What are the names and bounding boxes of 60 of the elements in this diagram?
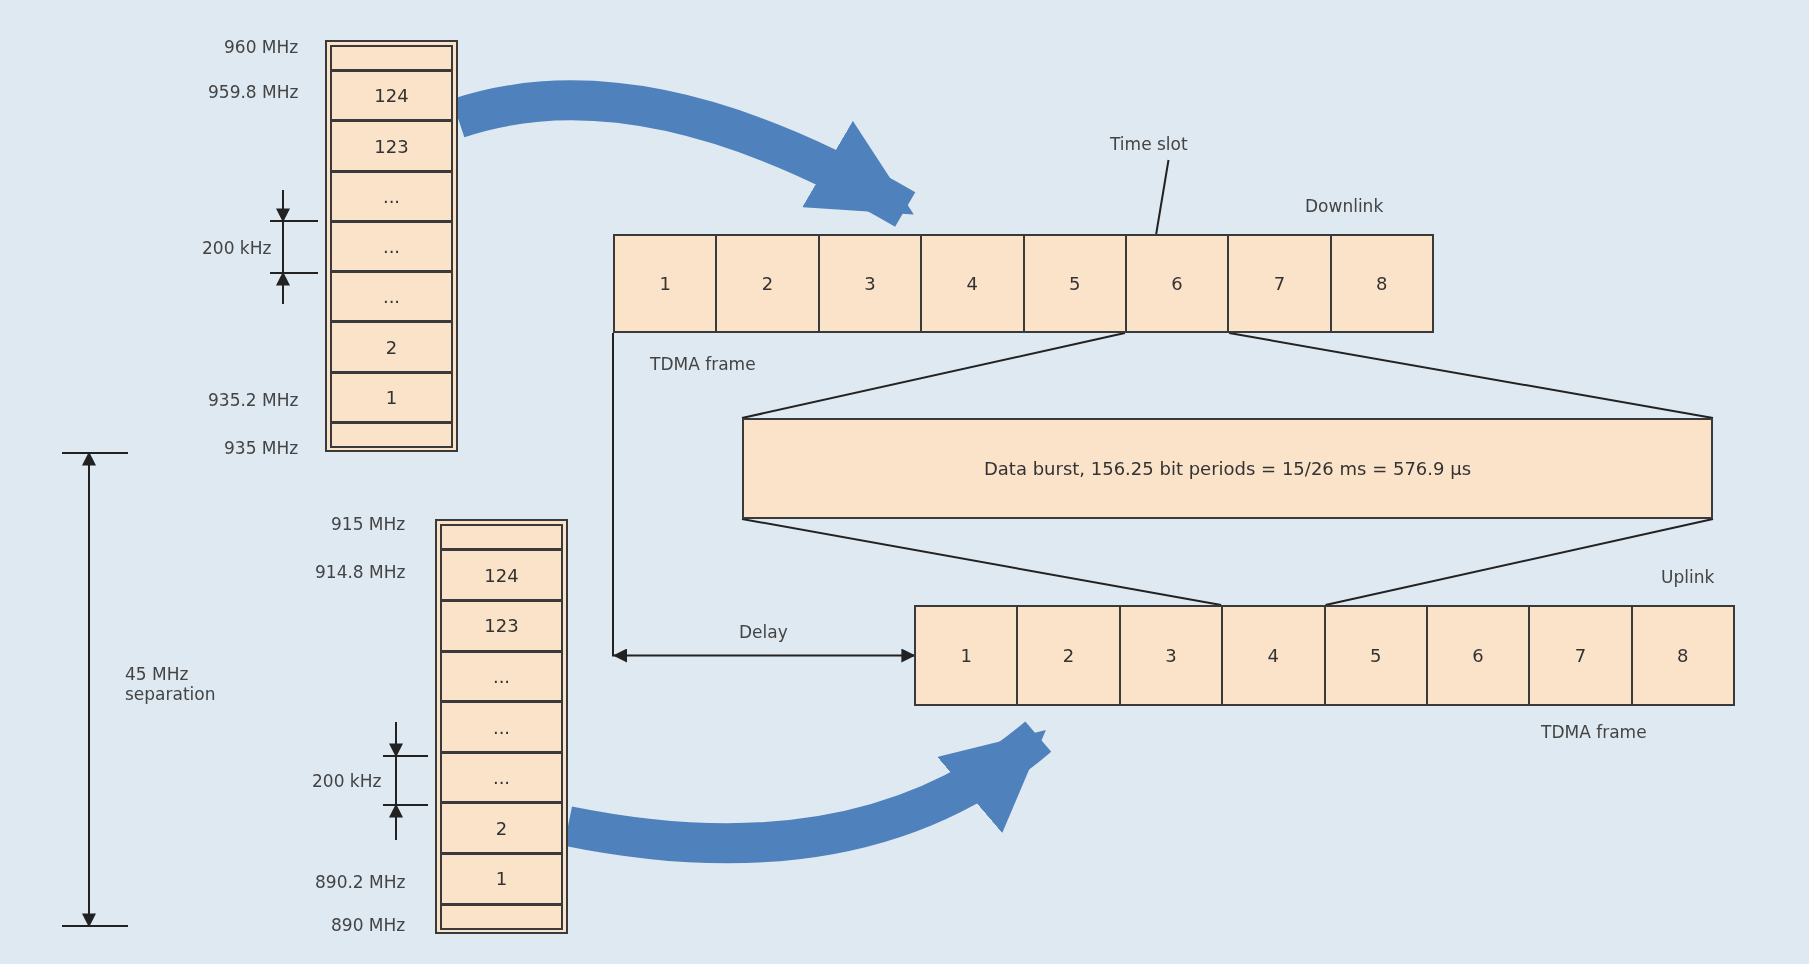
time-slot-cell: 2 (1016, 605, 1121, 706)
channel-cell: ... (330, 271, 453, 323)
channel-cell: ... (440, 701, 563, 753)
channel-cell: ... (440, 751, 563, 804)
frame-caption: TDMA frame (1541, 722, 1647, 742)
time-slot-cell: 1 (914, 605, 1019, 706)
connector-line (741, 332, 1126, 419)
edge-label: Delay (739, 621, 788, 642)
channel-cell (440, 903, 563, 930)
frequency-label: 935.2 MHz (208, 390, 299, 410)
frequency-label: 935 MHz (224, 438, 299, 458)
time-slot-cell: 2 (715, 234, 820, 333)
dimension-label: 200 kHz (202, 238, 272, 258)
leader-line (1155, 159, 1170, 235)
frequency-label: 914.8 MHz (315, 562, 406, 582)
callout-text: Time slot (1110, 134, 1240, 160)
frequency-label: 959.8 MHz (208, 82, 299, 102)
time-slot-cell: 4 (1221, 605, 1326, 706)
connector-line (741, 518, 1223, 606)
frame-heading: Uplink (1661, 567, 1715, 587)
channel-cell (330, 421, 453, 448)
time-slot-cell: 1 (613, 234, 718, 333)
channel-cell: 123 (440, 599, 563, 652)
channel-cell (440, 524, 563, 551)
channel-cell: 2 (330, 321, 453, 373)
frequency-label: 915 MHz (331, 514, 406, 534)
frequency-label: 890.2 MHz (315, 872, 406, 892)
time-slot-cell: 8 (1329, 234, 1434, 333)
frequency-label: 890 MHz (331, 915, 406, 935)
time-slot-cell: 8 (1630, 605, 1735, 706)
channel-cell: 1 (440, 853, 563, 905)
channel-cell: 2 (440, 802, 563, 855)
channel-cell: ... (440, 650, 563, 703)
time-slot-cell: 7 (1528, 605, 1633, 706)
time-slot-cell: 3 (817, 234, 923, 333)
frame-caption: TDMA frame (650, 354, 756, 374)
time-slot-cell: 5 (1323, 605, 1428, 706)
channel-cell: ... (330, 170, 453, 222)
connector-line (1324, 518, 1714, 606)
connector-line (612, 332, 915, 663)
time-slot-cell: 6 (1124, 234, 1230, 333)
channel-cell: 124 (330, 70, 453, 122)
channel-cell: ... (330, 220, 453, 273)
time-slot-cell: 6 (1425, 605, 1531, 706)
frequency-label: 960 MHz (224, 37, 299, 57)
data-burst-box: Data burst, 156.25 bit periods = 15/26 ms = 576.9 µs (742, 418, 1713, 519)
time-slot-cell: 3 (1118, 605, 1224, 706)
time-slot-cell: 7 (1227, 234, 1332, 333)
channel-column (435, 519, 568, 934)
time-slot-cell: 5 (1022, 234, 1127, 333)
connector-line (1228, 332, 1714, 419)
channel-cell: 124 (440, 549, 563, 601)
dimension-label: 45 MHz separation (125, 664, 217, 704)
channel-cell: 1 (330, 371, 453, 423)
channel-cell: 123 (330, 120, 453, 172)
channel-column (325, 40, 458, 452)
dimension-label: 200 kHz (312, 771, 382, 791)
channel-cell (330, 45, 453, 72)
frame-heading: Downlink (1305, 196, 1384, 216)
time-slot-cell: 4 (920, 234, 1025, 333)
